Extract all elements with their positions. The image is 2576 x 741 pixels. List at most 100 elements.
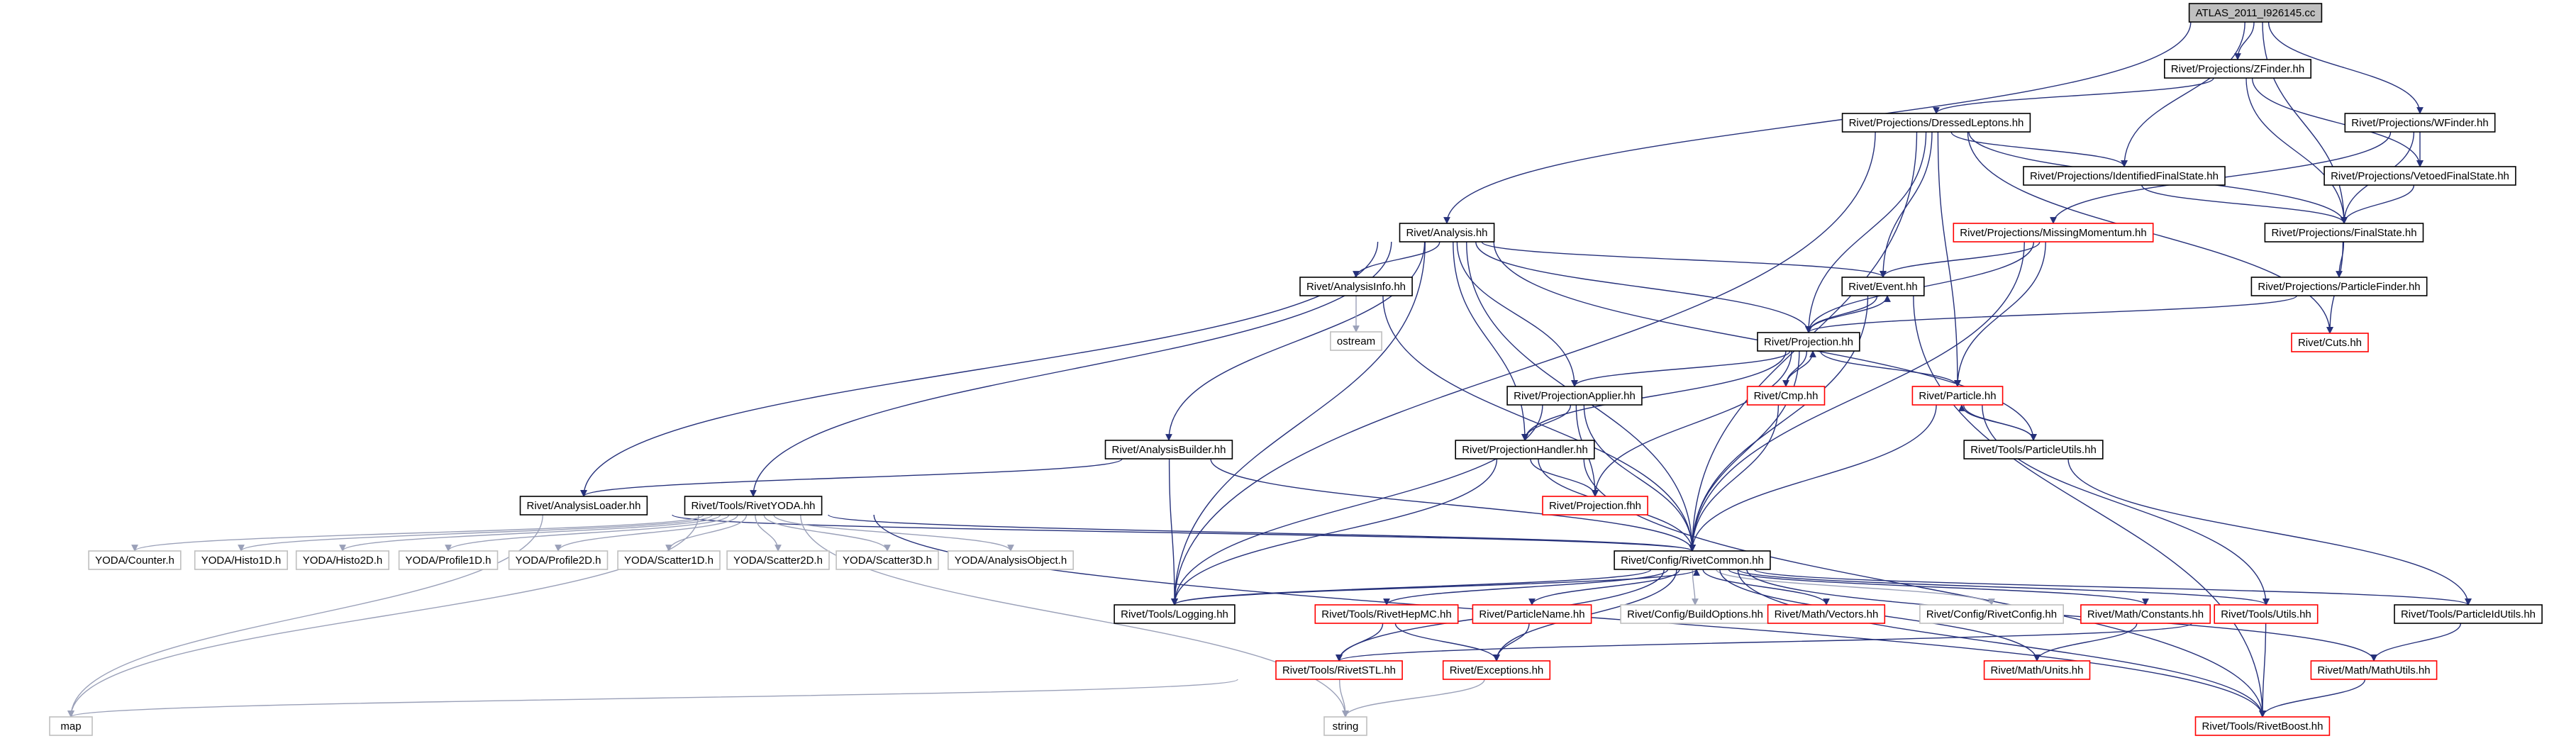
node-yodas1[interactable]: YODA/Scatter1D.h <box>617 550 721 570</box>
node-constants[interactable]: Rivet/Math/Constants.hh <box>2080 604 2211 624</box>
node-vectors[interactable]: Rivet/Math/Vectors.hh <box>1767 604 1886 624</box>
node-box <box>1911 386 2004 406</box>
node-label: Rivet/Math/Vectors.hh <box>1775 608 1879 620</box>
node-projhandler[interactable]: Rivet/ProjectionHandler.hh <box>1455 440 1595 459</box>
node-yodacounter[interactable]: YODA/Counter.h <box>88 550 182 570</box>
node-box <box>1983 660 2091 680</box>
node-box <box>1919 604 2064 624</box>
node-analysisinfo[interactable]: Rivet/AnalysisInfo.hh <box>1299 277 1413 296</box>
node-utils[interactable]: Rivet/Tools/Utils.hh <box>2214 604 2319 624</box>
node-yodas3[interactable]: YODA/Scatter3D.h <box>835 550 939 570</box>
node-cmp[interactable]: Rivet/Cmp.hh <box>1746 386 1826 406</box>
node-zfinder[interactable]: Rivet/Projections/ZFinder.hh <box>2164 59 2312 79</box>
edge-missing-to-rivetcommon <box>1689 241 2025 552</box>
node-label: Rivet/AnalysisBuilder.hh <box>1112 444 1226 456</box>
node-box <box>1620 604 1770 624</box>
node-projapplier[interactable]: Rivet/ProjectionApplier.hh <box>1506 386 1643 406</box>
edge-mathutils-to-rivetboost <box>2259 679 2366 718</box>
node-box <box>1963 440 2104 459</box>
node-rivetstl[interactable]: Rivet/Tools/RivetSTL.hh <box>1275 660 1403 680</box>
node-box <box>2250 277 2428 296</box>
node-label: Rivet/Config/RivetConfig.hh <box>1926 608 2057 620</box>
edge-utils-to-rivetstl <box>1336 623 2193 662</box>
node-rivetconfig[interactable]: Rivet/Config/RivetConfig.hh <box>1919 604 2064 624</box>
node-dressed[interactable]: Rivet/Projections/DressedLeptons.hh <box>1841 113 2031 133</box>
edge-rivetcommon-to-rivetboost <box>1737 569 2266 718</box>
node-yodap1[interactable]: YODA/Profile1D.h <box>398 550 499 570</box>
node-label: YODA/Profile1D.h <box>406 555 492 567</box>
node-units[interactable]: Rivet/Math/Units.hh <box>1983 660 2091 680</box>
node-yodas2[interactable]: YODA/Scatter2D.h <box>726 550 830 570</box>
node-particle[interactable]: Rivet/Particle.hh <box>1911 386 2004 406</box>
node-analysis[interactable]: Rivet/Analysis.hh <box>1399 223 1495 243</box>
node-event[interactable]: Rivet/Event.hh <box>1841 277 1925 296</box>
node-exceptions[interactable]: Rivet/Exceptions.hh <box>1442 660 1551 680</box>
node-mathutils[interactable]: Rivet/Math/MathUtils.hh <box>2310 660 2438 680</box>
node-vetoed[interactable]: Rivet/Projections/VetoedFinalState.hh <box>2324 166 2516 186</box>
node-label: ATLAS_2011_I926145.cc <box>2196 7 2316 19</box>
node-hepmc[interactable]: Rivet/Tools/RivetHepMC.hh <box>1314 604 1459 624</box>
node-box <box>1275 660 1403 680</box>
node-missing[interactable]: Rivet/Projections/MissingMomentum.hh <box>1953 223 2154 243</box>
node-label: YODA/Scatter1D.h <box>624 555 714 567</box>
node-box <box>49 716 93 736</box>
edge-dressed-to-identified <box>1950 131 2128 167</box>
edge-root-to-finalstate <box>2262 21 2348 224</box>
node-wfinder[interactable]: Rivet/Projections/WFinder.hh <box>2344 113 2496 133</box>
edge-analysis-to-logging <box>1171 241 1426 606</box>
node-logging[interactable]: Rivet/Tools/Logging.hh <box>1114 604 1236 624</box>
node-cuts[interactable]: Rivet/Cuts.hh <box>2291 333 2369 352</box>
node-string[interactable]: string <box>1323 716 1367 736</box>
node-buildoptions[interactable]: Rivet/Config/BuildOptions.hh <box>1620 604 1770 624</box>
edge-hepmc-to-exceptions <box>1394 623 1500 662</box>
node-root[interactable]: ATLAS_2011_I926145.cc <box>2188 3 2323 23</box>
node-box <box>1953 223 2154 243</box>
edge-exceptions-to-string <box>1342 679 1485 718</box>
node-box <box>2264 223 2424 243</box>
node-box <box>2214 604 2319 624</box>
node-projfhh[interactable]: Rivet/Projection.fhh <box>1542 496 1648 516</box>
node-rivetcommon[interactable]: Rivet/Config/RivetCommon.hh <box>1614 550 1771 570</box>
node-yodap2[interactable]: YODA/Profile2D.h <box>508 550 609 570</box>
node-ostream[interactable]: ostream <box>1330 331 1382 351</box>
node-yodaao[interactable]: YODA/AnalysisObject.h <box>948 550 1075 570</box>
node-particlefinder[interactable]: Rivet/Projections/ParticleFinder.hh <box>2250 277 2428 296</box>
edge-hepmc-to-rivetstl <box>1336 623 1384 662</box>
node-map[interactable]: map <box>49 716 93 736</box>
node-label: Rivet/Projections/DressedLeptons.hh <box>1849 117 2024 129</box>
node-box <box>1542 496 1648 516</box>
node-particleutils[interactable]: Rivet/Tools/ParticleUtils.hh <box>1963 440 2104 459</box>
node-projection[interactable]: Rivet/Projection.hh <box>1757 332 1860 352</box>
node-box <box>1114 604 1236 624</box>
node-finalstate[interactable]: Rivet/Projections/FinalState.hh <box>2264 223 2424 243</box>
node-yodah1[interactable]: YODA/Histo1D.h <box>194 550 289 570</box>
node-box <box>1757 332 1860 352</box>
node-particleidutils[interactable]: Rivet/Tools/ParticleIdUtils.hh <box>2394 604 2543 624</box>
node-rivetboost[interactable]: Rivet/Tools/RivetBoost.hh <box>2194 716 2331 736</box>
node-rivetyoda[interactable]: Rivet/Tools/RivetYODA.hh <box>684 496 823 516</box>
node-analysisbuilder[interactable]: Rivet/AnalysisBuilder.hh <box>1104 440 1233 459</box>
node-particlename[interactable]: Rivet/ParticleName.hh <box>1472 604 1592 624</box>
node-label: Rivet/Projections/IdentifiedFinalState.h… <box>2030 170 2219 182</box>
node-label: Rivet/Tools/RivetSTL.hh <box>1282 664 1396 676</box>
node-box <box>1323 716 1367 736</box>
edge-rivetcommon-to-logging <box>1171 569 1652 606</box>
node-box <box>519 496 648 516</box>
edge-zfinder-to-vetoed <box>2251 77 2424 167</box>
node-label: Rivet/Projections/WFinder.hh <box>2351 117 2488 129</box>
node-yodah2[interactable]: YODA/Histo2D.h <box>295 550 390 570</box>
edge-event-to-rivetboost <box>1913 295 2266 718</box>
node-label: Rivet/Tools/RivetYODA.hh <box>691 500 815 512</box>
edge-particle-to-rivetcommon <box>1689 404 1937 552</box>
node-box <box>1455 440 1595 459</box>
node-analysisloader[interactable]: Rivet/AnalysisLoader.hh <box>519 496 648 516</box>
edge-rivetcommon-to-constants <box>1728 569 2149 606</box>
node-box <box>2394 604 2543 624</box>
node-label: YODA/Counter.h <box>95 555 174 567</box>
node-label: Rivet/Projection.fhh <box>1549 500 1641 512</box>
node-identified[interactable]: Rivet/Projections/IdentifiedFinalState.h… <box>2023 166 2226 186</box>
nodes-layer: ATLAS_2011_I926145.ccRivet/Projections/Z… <box>49 3 2543 736</box>
node-box <box>2188 3 2323 23</box>
edge-analysis-to-analysisinfo <box>1353 241 1440 278</box>
